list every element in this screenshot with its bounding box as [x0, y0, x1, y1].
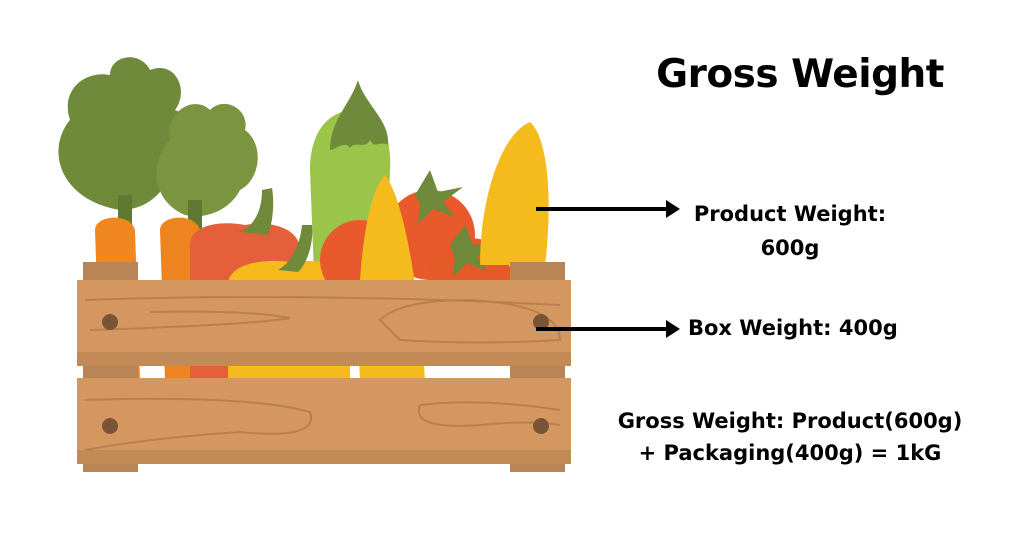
formula-line-2: + Packaging(400g) = 1kG: [638, 441, 942, 465]
nail-icon: [533, 418, 549, 434]
box-arrow-icon: [536, 320, 680, 338]
product-weight-title: Product Weight:: [693, 202, 887, 226]
tomato-stem-icon: [415, 170, 463, 224]
tomato-stem-icon: [450, 225, 495, 277]
carrot-leaves-icon: [58, 57, 258, 230]
vegetable-crate-illustration: [58, 57, 571, 472]
nail-icon: [102, 418, 118, 434]
crate-bottom-plank: [77, 378, 571, 464]
nail-icon: [533, 314, 549, 330]
crate-top-plank: [77, 280, 571, 366]
product-arrow-icon: [536, 200, 680, 218]
product-weight-label: Product Weight: 600g: [680, 197, 900, 265]
nail-icon: [102, 314, 118, 330]
formula-line-1: Gross Weight: Product(600g): [617, 409, 963, 433]
product-weight-value: 600g: [760, 236, 820, 260]
corn-icon: [480, 122, 549, 265]
gross-weight-formula: Gross Weight: Product(600g) + Packaging(…: [590, 405, 990, 469]
diagram-title: Gross Weight: [656, 52, 944, 97]
box-weight-label: Box Weight: 400g: [688, 316, 898, 340]
